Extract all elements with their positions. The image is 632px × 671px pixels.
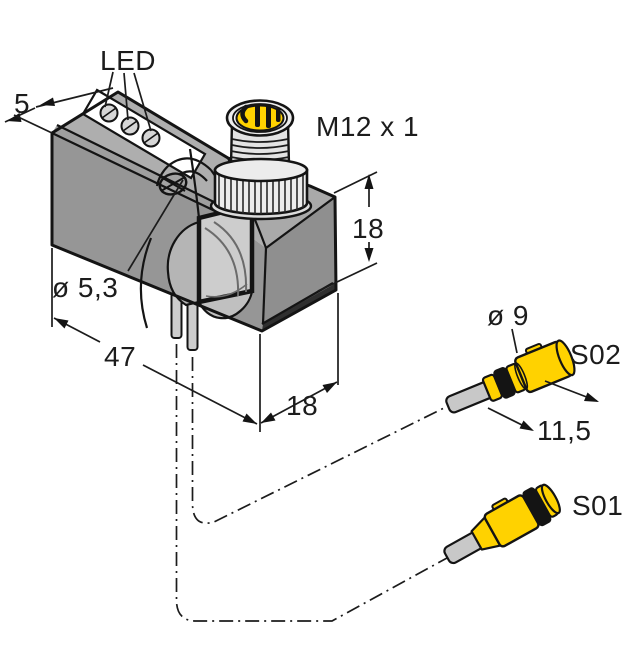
sensor-head-s01 bbox=[443, 483, 561, 565]
s02-end-face bbox=[555, 339, 576, 377]
dimension-length-47: 47 bbox=[51, 248, 258, 425]
main-sensor-block bbox=[50, 88, 338, 351]
head-diameter-callout: ø 9 bbox=[487, 300, 529, 354]
s02-o-ring bbox=[493, 367, 516, 399]
s01-label: S01 bbox=[572, 490, 623, 521]
led-callout: LED bbox=[100, 45, 156, 132]
led-strip bbox=[81, 88, 207, 180]
connector-pins-icon bbox=[240, 104, 281, 128]
sensor-head-s02 bbox=[445, 339, 576, 414]
dia-9-label: ø 9 bbox=[487, 300, 529, 331]
dimension-top-width: 5 bbox=[4, 87, 114, 134]
dim-47-label: 47 bbox=[104, 341, 136, 372]
led-indicator-3 bbox=[141, 128, 161, 148]
dim-5-label: 5 bbox=[14, 88, 30, 119]
dim-18-depth-label: 18 bbox=[286, 390, 318, 421]
clamp-window-frame bbox=[196, 202, 255, 305]
s01-end-face bbox=[540, 483, 561, 515]
hole-diameter-callout: ø 5,3 bbox=[52, 179, 184, 303]
dimension-head-length: 11,5 bbox=[487, 380, 599, 446]
led-label: LED bbox=[100, 45, 156, 76]
s01-o-ring bbox=[522, 487, 552, 527]
cable-route-s02 bbox=[191, 357, 449, 524]
dimension-depth-18: 18 bbox=[259, 293, 339, 432]
cable-tube-inner bbox=[186, 300, 199, 351]
dim-11-5-label: 11,5 bbox=[537, 415, 591, 446]
dim-18-height-label: 18 bbox=[352, 213, 384, 244]
connector-knurled-nut bbox=[213, 157, 309, 216]
m12-connector bbox=[209, 99, 313, 221]
dimension-height-18: 18 bbox=[317, 171, 384, 292]
m12-thread-label: M12 x 1 bbox=[316, 111, 419, 142]
connector-top-face bbox=[225, 99, 295, 137]
dia-5-3-label: ø 5,3 bbox=[52, 272, 118, 303]
led-indicator-1 bbox=[99, 103, 119, 123]
cable-route-s01 bbox=[175, 344, 448, 622]
s02-label: S02 bbox=[570, 339, 621, 370]
led-indicator-2 bbox=[120, 116, 140, 136]
bottom-shadow-band bbox=[262, 283, 336, 331]
